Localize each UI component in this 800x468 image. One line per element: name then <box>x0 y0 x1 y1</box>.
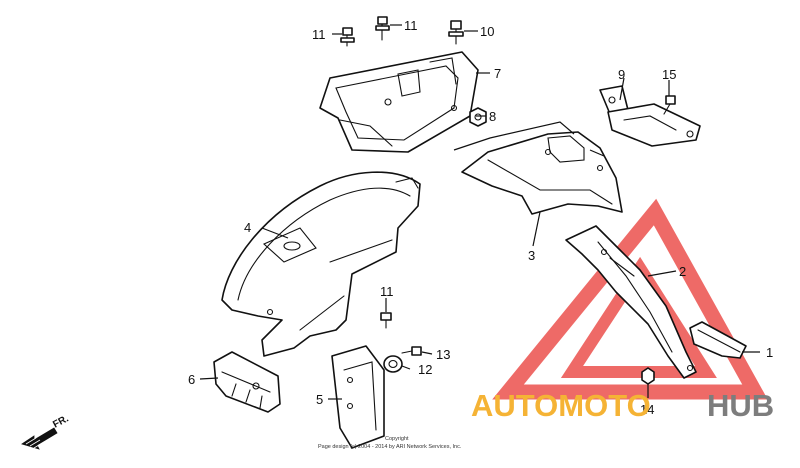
leader-lines <box>199 24 760 400</box>
arrow-icon <box>21 427 58 450</box>
callout-5: 5 <box>316 392 323 407</box>
callout-11-lower: 11 <box>380 284 394 299</box>
part-8-nut <box>469 107 487 127</box>
part-1-reflector[interactable] <box>689 321 747 359</box>
brand-text-hub: HUB <box>707 388 774 423</box>
callout-1: 1 <box>766 345 773 360</box>
callout-15: 15 <box>662 67 676 82</box>
callout-13: 13 <box>436 347 450 362</box>
callout-2: 2 <box>679 264 686 279</box>
bolt-11-lower <box>380 312 392 329</box>
part-12-grommet <box>383 355 403 373</box>
part-9-bracket[interactable] <box>599 85 701 147</box>
part-5-flap[interactable] <box>331 345 385 449</box>
watermark-brand: AUTOMOTO HUB <box>471 388 774 423</box>
copyright-text: Copyright <box>385 436 409 442</box>
brand-text-automoto: AUTOMOTO <box>471 388 651 423</box>
callout-4: 4 <box>244 220 251 235</box>
footer: Copyright Page design (c) 2004 - 2014 by… <box>318 436 462 450</box>
front-direction-indicator: FR. <box>21 413 71 450</box>
part-6-lower-bracket[interactable] <box>213 351 281 413</box>
callout-8: 8 <box>489 109 496 124</box>
callout-14: 14 <box>640 402 654 417</box>
bolt-11-middle <box>375 16 390 41</box>
watermark-triangle-logo <box>492 198 768 400</box>
callout-3: 3 <box>528 248 535 263</box>
callout-7: 7 <box>494 66 501 81</box>
part-7-tray[interactable] <box>319 51 479 153</box>
callout-6: 6 <box>188 372 195 387</box>
callout-11-left: 11 <box>312 27 326 42</box>
bolt-11-left <box>340 27 355 47</box>
part-2-plate-bracket[interactable] <box>565 225 697 379</box>
callout-12: 12 <box>418 362 432 377</box>
part-4-rear-fender[interactable] <box>221 171 421 357</box>
callout-labels: 11 11 10 7 8 9 15 4 3 2 1 11 13 12 14 6 … <box>188 18 773 417</box>
callout-9: 9 <box>618 67 625 82</box>
part-13-screw <box>401 346 422 356</box>
credit-text: Page design (c) 2004 - 2014 by ARI Netwo… <box>318 444 462 450</box>
part-3-fender-upper[interactable] <box>461 131 623 215</box>
callout-10: 10 <box>480 24 494 39</box>
callout-11-middle: 11 <box>404 18 418 33</box>
bolt-10 <box>448 20 464 45</box>
part-15-bolt <box>663 95 676 115</box>
part-14-nut <box>641 367 655 385</box>
direction-label: FR. <box>51 413 71 430</box>
